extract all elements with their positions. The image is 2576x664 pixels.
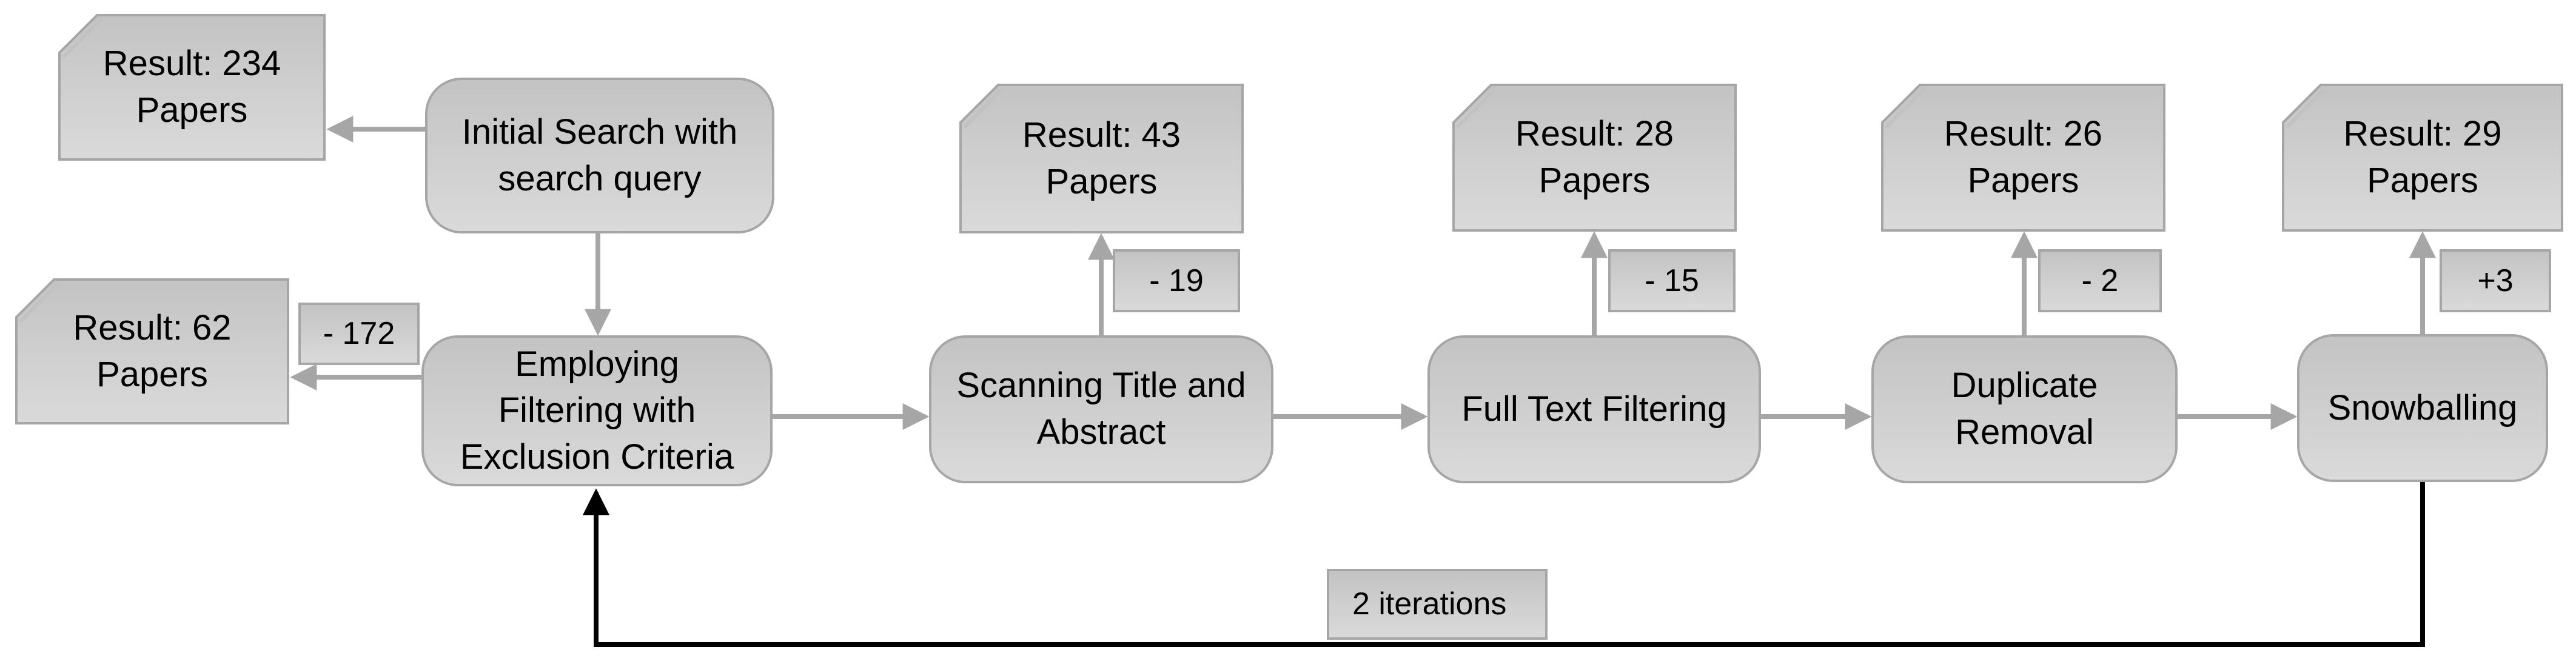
node-scanning-title-abstract bbox=[929, 335, 1273, 483]
node-result-26 bbox=[1881, 84, 2165, 232]
node-result-29 bbox=[2282, 84, 2563, 232]
node-duplicate-removal bbox=[1871, 335, 2178, 483]
fold-corner-result-43 bbox=[962, 87, 1005, 129]
node-minus-2 bbox=[2038, 249, 2162, 312]
node-initial-search bbox=[425, 78, 774, 233]
node-result-43 bbox=[959, 84, 1244, 233]
node-minus-19 bbox=[1113, 249, 1240, 312]
fold-corner-result-28 bbox=[1455, 87, 1498, 129]
node-result-62 bbox=[15, 278, 289, 424]
node-employing-filtering bbox=[421, 335, 773, 486]
node-result-28 bbox=[1452, 84, 1737, 232]
fold-corner-result-29 bbox=[2285, 87, 2327, 129]
node-minus-15 bbox=[1608, 249, 1736, 312]
fold-corner-result-26 bbox=[1884, 87, 1927, 129]
node-minus-172 bbox=[298, 303, 420, 365]
node-result-234 bbox=[58, 14, 326, 161]
node-snowballing bbox=[2297, 334, 2548, 482]
node-iterations-note bbox=[1327, 569, 1548, 640]
node-full-text-filtering bbox=[1427, 335, 1761, 483]
fold-corner-result-234 bbox=[61, 17, 104, 59]
loop-arrow-snowballing-to-employing bbox=[583, 481, 2425, 647]
fold-corner-result-62 bbox=[18, 281, 61, 324]
node-plus-3 bbox=[2440, 249, 2551, 312]
